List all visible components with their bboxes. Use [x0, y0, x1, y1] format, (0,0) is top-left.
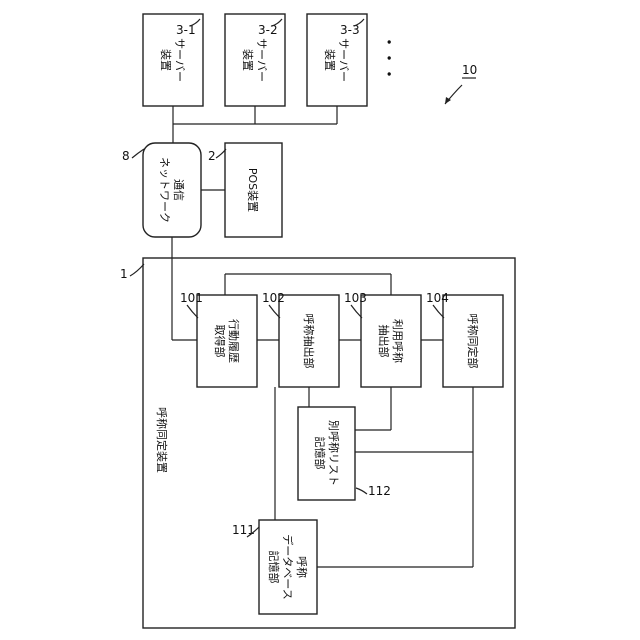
svg-text:装置: 装置	[159, 49, 172, 71]
svg-text:ネットワーク: ネットワーク	[158, 157, 171, 223]
unit-box-103	[361, 295, 421, 387]
pos-ref: 2	[208, 149, 216, 163]
svg-text:別呼称リスト: 別呼称リスト	[327, 420, 341, 486]
more-servers-ellipsis: ・・・	[379, 34, 398, 82]
svg-text:取得部: 取得部	[213, 325, 227, 358]
unit-ref-104: 104	[426, 291, 449, 305]
unit-ref-102: 102	[262, 291, 285, 305]
unit-ref-103: 103	[344, 291, 367, 305]
device-label: 呼称同定装置	[155, 407, 169, 473]
unit-label-104: 呼称同定部	[466, 314, 480, 369]
figure-number: 10	[462, 63, 477, 77]
svg-text:抽出部: 抽出部	[377, 325, 391, 358]
svg-text:呼称: 呼称	[295, 556, 309, 578]
pos-label: POS装置	[246, 168, 259, 212]
svg-text:サーバー: サーバー	[337, 38, 350, 82]
network-ref: 8	[122, 149, 130, 163]
svg-text:呼称同定部: 呼称同定部	[466, 314, 480, 369]
svg-text:記憶部: 記憶部	[313, 437, 327, 470]
svg-text:装置: 装置	[241, 49, 254, 71]
svg-text:利用呼称: 利用呼称	[391, 319, 405, 363]
unit-box-101	[197, 295, 257, 387]
svg-text:呼称抽出部: 呼称抽出部	[302, 314, 316, 369]
unit-label-102: 呼称抽出部	[302, 314, 316, 369]
svg-text:データベース: データベース	[281, 534, 295, 599]
svg-text:装置: 装置	[323, 49, 336, 71]
name-db-ref: 111	[232, 523, 255, 537]
device-ref: 1	[120, 267, 128, 281]
unit-ref-101: 101	[180, 291, 203, 305]
svg-text:記憶部: 記憶部	[267, 551, 281, 584]
svg-text:・・・: ・・・	[379, 34, 398, 82]
svg-text:通信: 通信	[172, 179, 185, 201]
svg-text:サーバー: サーバー	[255, 38, 268, 82]
alias-store-ref: 112	[368, 484, 391, 498]
svg-text:行動履歴: 行動履歴	[227, 319, 241, 363]
network-box	[143, 143, 201, 237]
svg-text:POS装置: POS装置	[246, 168, 259, 212]
svg-text:サーバー: サーバー	[173, 38, 186, 82]
svg-text:呼称同定装置: 呼称同定装置	[155, 407, 169, 473]
